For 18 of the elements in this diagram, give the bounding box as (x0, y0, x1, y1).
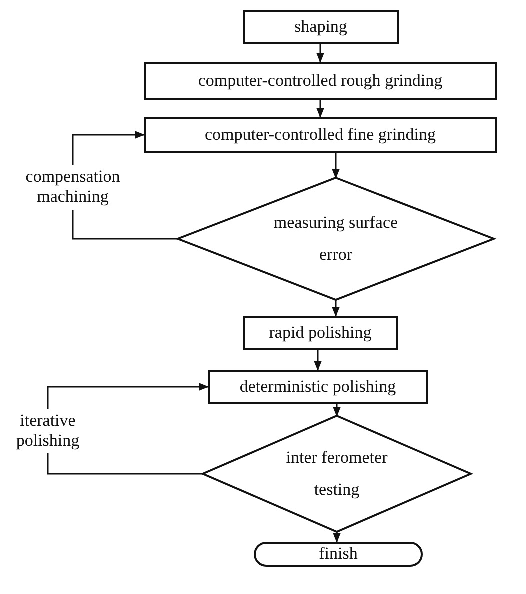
process-box: computer-controlled rough grinding (144, 62, 497, 100)
process-box: deterministic polishing (208, 370, 428, 404)
arrow (316, 100, 324, 118)
terminal-box: finish (254, 542, 423, 567)
arrow (47, 383, 209, 475)
node-text: measuring surface error (272, 212, 400, 266)
arrow (332, 300, 340, 317)
process-box: rapid polishing (243, 316, 398, 350)
process-box: shaping (243, 10, 399, 44)
arrow (314, 350, 322, 371)
decision-diamond (200, 414, 474, 534)
arrow (333, 404, 341, 417)
arrow (333, 532, 341, 543)
decision-diamond (175, 176, 497, 302)
node-text: inter ferometer testing (285, 446, 389, 501)
arrow (316, 44, 324, 63)
arrow (332, 153, 340, 179)
process-box: computer-controlled fine grinding (144, 117, 497, 153)
